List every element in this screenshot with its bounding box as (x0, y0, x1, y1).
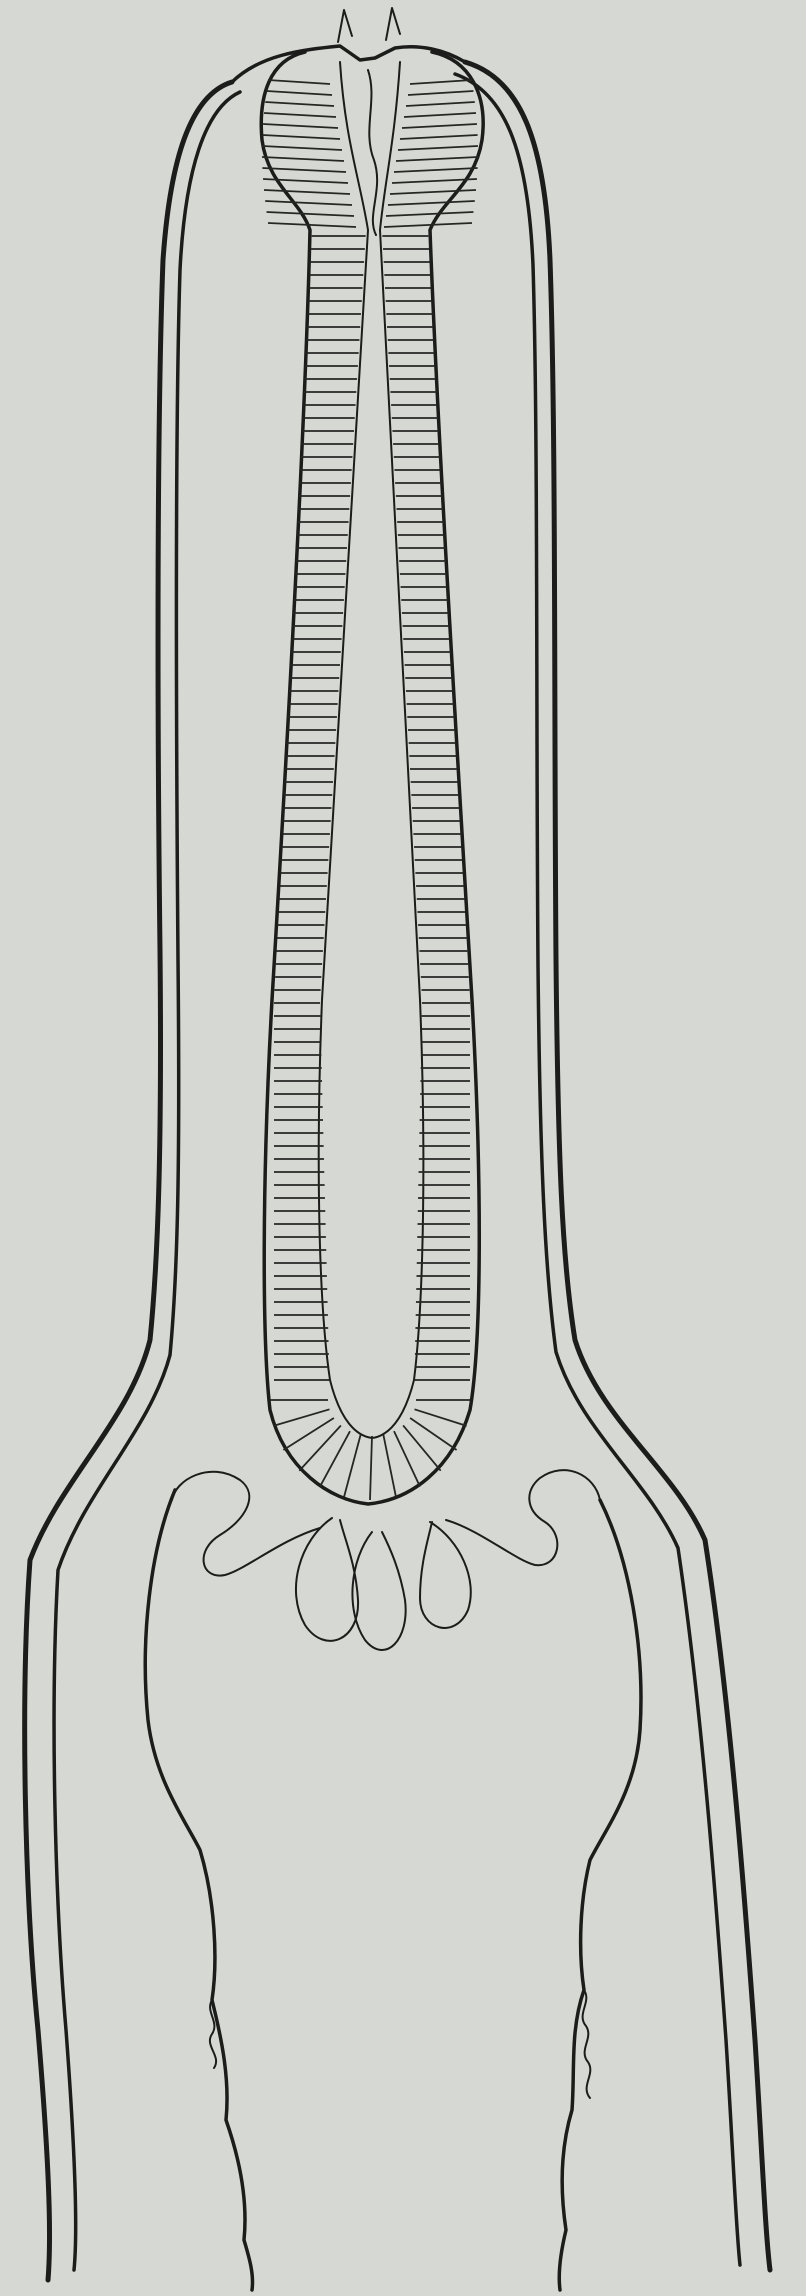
pharynx-striation (264, 190, 350, 194)
pharynx-striation (267, 91, 332, 95)
pharynx-striation (402, 124, 477, 128)
pharynx-striation (390, 190, 476, 194)
pharynx-striation (370, 1436, 372, 1500)
pharynx-striation (394, 1431, 420, 1486)
lobe-middle (352, 1532, 405, 1650)
pharynx-striation (415, 1409, 467, 1426)
pharynx-striation (265, 102, 334, 106)
pharynx-striation (410, 80, 472, 84)
pharynx-striation (400, 135, 478, 139)
intestine (145, 1490, 641, 2290)
pharynx-striation (262, 146, 342, 150)
oral-rim (232, 46, 465, 82)
pharynx-striation (320, 1431, 350, 1486)
pharynx-striation (388, 201, 475, 205)
pharynx-striation (386, 212, 473, 216)
body-wall (25, 62, 770, 2280)
pharynx-striation (268, 223, 356, 227)
intestine-wall-right (559, 1500, 641, 2290)
pharynx-striation (398, 146, 478, 150)
lobe-left (296, 1518, 358, 1641)
pharynx-striation (263, 124, 338, 128)
pharynx-striation (273, 1409, 329, 1426)
pharynx-lumen-right (372, 62, 423, 1438)
mouth-opening (232, 8, 465, 82)
intestine-ruffle-right (583, 1990, 591, 2098)
pharynx-striation (268, 80, 330, 84)
pharynx (261, 52, 483, 1504)
pharynx-lumen-left (319, 62, 372, 1438)
pharynx-striation (383, 1435, 395, 1497)
pharynx-striation (262, 157, 344, 161)
lobe-outer-right (446, 1470, 600, 1565)
pharynx-striations (262, 80, 478, 1500)
cardiac-lobes (172, 1470, 600, 1650)
body-wall-outer-right (465, 62, 770, 2270)
body-wall-outer-left (25, 82, 232, 2280)
pharynx-striation (408, 91, 473, 95)
intestine-wall-left (145, 1490, 252, 2290)
pharynx-striation (396, 157, 478, 161)
pharynx-lumen-fold (368, 70, 377, 235)
pharynx-striation (265, 201, 352, 205)
body-wall-inner-left (54, 92, 240, 2270)
pharynx-striation (262, 135, 340, 139)
lip-right (386, 8, 400, 40)
body-wall-inner-right (455, 74, 740, 2265)
pharynx-striation (384, 223, 472, 227)
lobe-right (420, 1522, 471, 1628)
pharynx-striation (394, 168, 478, 172)
pharynx-striation (264, 113, 336, 117)
lobe-outer-left (172, 1472, 320, 1576)
pharynx-striation (262, 168, 346, 172)
pharynx-striation (267, 212, 354, 216)
pharynx-striation (410, 1418, 456, 1450)
lip-left (338, 10, 352, 42)
pharynx-striation (283, 1418, 333, 1450)
pharynx-striation (344, 1435, 360, 1497)
pharynx-striation (406, 102, 475, 106)
pharynx-striation (299, 1425, 341, 1470)
pharynx-outer-wall (261, 52, 483, 1504)
pharynx-striation (404, 113, 476, 117)
